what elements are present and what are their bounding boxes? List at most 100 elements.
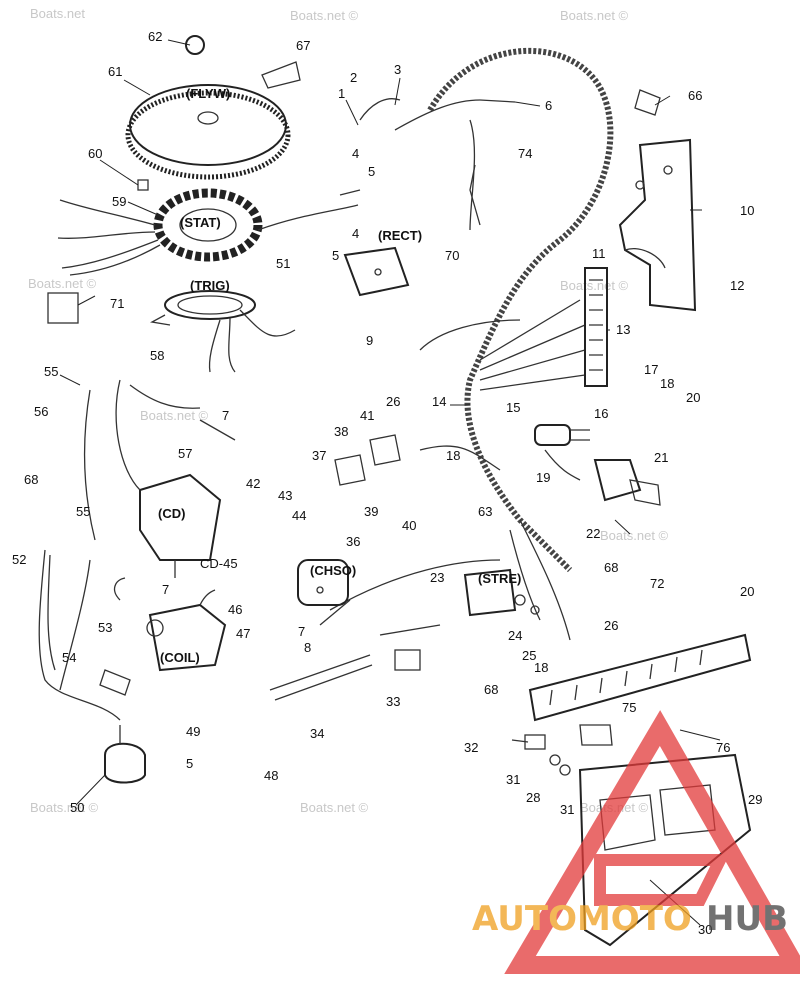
callout: 46 xyxy=(228,602,242,617)
choke-solenoid-caption: (CHSO) xyxy=(310,563,356,578)
callout: 8 xyxy=(304,640,311,655)
flywheel-drawing: (FLYW) xyxy=(125,35,301,191)
callout: 59 xyxy=(112,194,126,209)
callout: 12 xyxy=(730,278,744,293)
callout: 70 xyxy=(445,248,459,263)
callout: 54 xyxy=(62,650,76,665)
callout: 29 xyxy=(748,792,762,807)
flywheel-caption: (FLYW) xyxy=(186,86,230,101)
callout: 34 xyxy=(310,726,324,741)
callout: 36 xyxy=(346,534,360,549)
callout: 43 xyxy=(278,488,292,503)
callout: 20 xyxy=(686,390,700,405)
callout: 13 xyxy=(616,322,630,337)
key-switch xyxy=(534,424,661,506)
callout: 40 xyxy=(402,518,416,533)
callout: 41 xyxy=(360,408,374,423)
callout: 68 xyxy=(24,472,38,487)
watermark: Boats.net © xyxy=(560,278,629,293)
callout: 47 xyxy=(236,626,250,641)
callout: 21 xyxy=(654,450,668,465)
cd-module-caption: (CD) xyxy=(158,506,185,521)
ignition-coil-caption: (COIL) xyxy=(160,650,200,665)
callout: 24 xyxy=(508,628,522,643)
callout: 7 xyxy=(222,408,229,423)
mounting-bracket xyxy=(618,89,697,312)
callout: 61 xyxy=(108,64,122,79)
callout: 18 xyxy=(660,376,674,391)
callout: 39 xyxy=(364,504,378,519)
callout: 26 xyxy=(386,394,400,409)
callout: 18 xyxy=(446,448,460,463)
trigger-drawing: (TRIG) xyxy=(150,278,296,373)
brand-text-secondary: HUB xyxy=(706,899,788,939)
callout: 32 xyxy=(464,740,478,755)
callout: 74 xyxy=(518,146,532,161)
callout: 50 xyxy=(70,800,84,815)
decal xyxy=(47,292,79,324)
trigger-caption: (TRIG) xyxy=(190,278,230,293)
callout: 5 xyxy=(332,248,339,263)
callout: 55 xyxy=(76,504,90,519)
starter-solenoid-caption: (STRE) xyxy=(478,571,521,586)
rectifier-caption: (RECT) xyxy=(378,228,422,243)
rectifier-drawing: (RECT) xyxy=(343,228,422,297)
callouts: 1 2 3 4 5 6 62 67 61 60 59 74 66 10 11 1… xyxy=(12,29,762,937)
choke-solenoid-drawing: (CHSO) xyxy=(297,559,356,606)
callout: 72 xyxy=(650,576,664,591)
callout: 7 xyxy=(298,624,305,639)
callout: 62 xyxy=(148,29,162,44)
callout: 14 xyxy=(432,394,446,409)
watermarks: Boats.net Boats.net © Boats.net © Boats.… xyxy=(28,6,669,815)
callout: 2 xyxy=(350,70,357,85)
callout: 16 xyxy=(594,406,608,421)
callout: 6 xyxy=(545,98,552,113)
callout: 25 xyxy=(522,648,536,663)
stator-drawing: (STAT) xyxy=(57,188,359,276)
ignition-coil-drawing: (COIL) xyxy=(99,577,227,696)
callout: 19 xyxy=(536,470,550,485)
callout: 76 xyxy=(716,740,730,755)
callout: 58 xyxy=(150,348,164,363)
watermark: Boats.net © xyxy=(140,408,209,423)
brand-watermark: AUTOMOTO HUB xyxy=(472,710,800,974)
callout: 23 xyxy=(430,570,444,585)
callout: 67 xyxy=(296,38,310,53)
callout: 75 xyxy=(622,700,636,715)
callout: 20 xyxy=(740,584,754,599)
callout: 51 xyxy=(276,256,290,271)
starter-solenoid-drawing: (STRE) xyxy=(463,568,540,617)
callout: 71 xyxy=(110,296,124,311)
callout: 11 xyxy=(592,246,606,261)
cd-module-drawing: (CD) xyxy=(83,379,236,578)
callout: 5 xyxy=(186,756,193,771)
hardware xyxy=(269,98,613,776)
callout: 22 xyxy=(586,526,600,541)
callout: 30 xyxy=(698,922,712,937)
callout: 4 xyxy=(352,226,359,241)
watermark: Boats.net © xyxy=(560,8,629,23)
callout: 48 xyxy=(264,768,278,783)
callout: 68 xyxy=(484,682,498,697)
callout: 3 xyxy=(394,62,401,77)
watermark: Boats.net xyxy=(30,6,85,21)
bus-bar xyxy=(528,633,752,722)
callout: 49 xyxy=(186,724,200,739)
callout: 44 xyxy=(292,508,306,523)
callout: 33 xyxy=(386,694,400,709)
callout: 7 xyxy=(162,582,169,597)
callout: 55 xyxy=(44,364,58,379)
watermark: Boats.net © xyxy=(30,800,99,815)
callout: 60 xyxy=(88,146,102,161)
callout: CD-45 xyxy=(200,556,238,571)
watermark: Boats.net © xyxy=(300,800,369,815)
leader-lines xyxy=(59,39,721,926)
callout: 63 xyxy=(478,504,492,519)
wiring-harness xyxy=(329,47,614,641)
callout: 31 xyxy=(560,802,574,817)
callout: 66 xyxy=(688,88,702,103)
callout: 17 xyxy=(644,362,658,377)
callout: 57 xyxy=(178,446,192,461)
callout: 37 xyxy=(312,448,326,463)
